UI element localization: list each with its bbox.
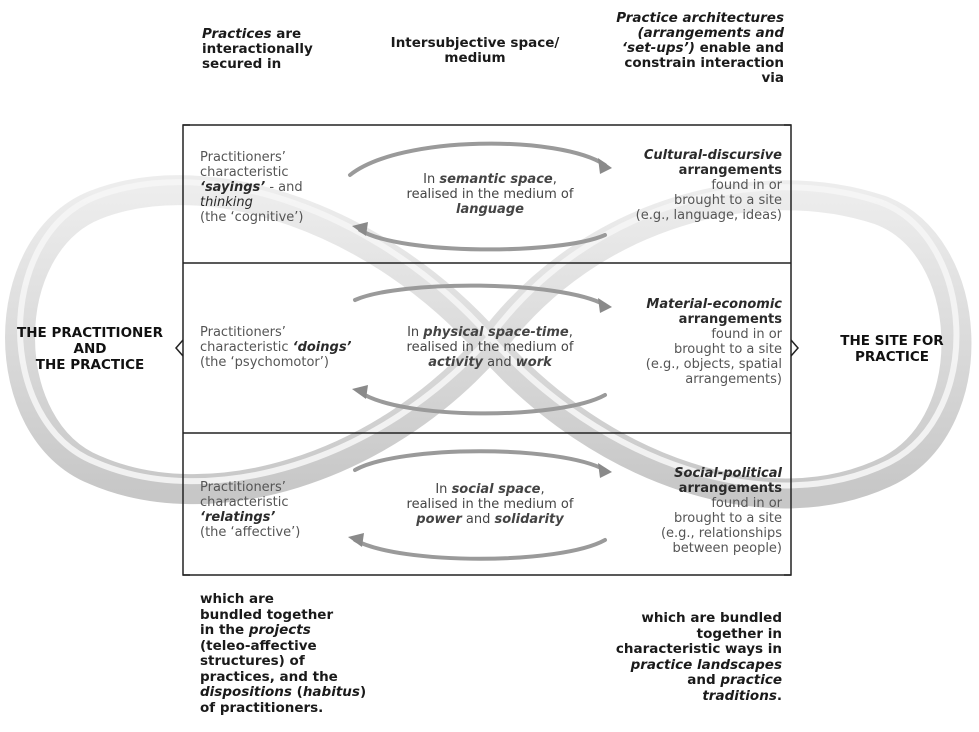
- row1-right: Cultural-discursive arrangements found i…: [635, 148, 782, 223]
- left-brace: [175, 339, 184, 357]
- cycle-arrow-bot-1: [353, 449, 607, 472]
- row2-right: Material-economic arrangements found in …: [645, 297, 782, 387]
- cycle-arrow-top-1: [348, 141, 607, 177]
- cycle-arrow-mid-1: [353, 283, 607, 307]
- row2-mid: In physical space-time, realised in the …: [406, 325, 574, 370]
- row2-left: Practitioners’ characteristic ‘doings’ (…: [200, 325, 352, 370]
- footer-bundled-practitioner: which are bundled together in the projec…: [200, 591, 367, 716]
- row3-right: Social-political arrangements found in o…: [660, 466, 782, 556]
- cycle-arrow-mid-2: [358, 390, 607, 416]
- infinity-band: [5, 175, 972, 509]
- header-intersubjective: Intersubjective space/ medium: [390, 35, 560, 66]
- right-brace: [790, 339, 799, 357]
- label-site: THE SITE FOR PRACTICE: [840, 333, 944, 365]
- cycle-arrow-bot-2: [353, 538, 607, 561]
- label-practitioner: THE PRACTITIONER AND THE PRACTICE: [17, 325, 163, 373]
- row3-left: Practitioners’ characteristic ‘relatings…: [200, 480, 301, 540]
- header-practices: Practices are interactionally secured in: [202, 26, 313, 72]
- row1-left: Practitioners’ characteristic ‘sayings’ …: [200, 150, 304, 225]
- header-practice-architectures: Practice architectures (arrangements and…: [616, 10, 784, 86]
- row1-mid: In semantic space, realised in the mediu…: [406, 172, 574, 217]
- footer-bundled-site: which are bundled together in characteri…: [615, 610, 782, 704]
- row3-mid: In social space, realised in the medium …: [406, 482, 574, 527]
- cycle-arrow-top-2: [358, 228, 607, 252]
